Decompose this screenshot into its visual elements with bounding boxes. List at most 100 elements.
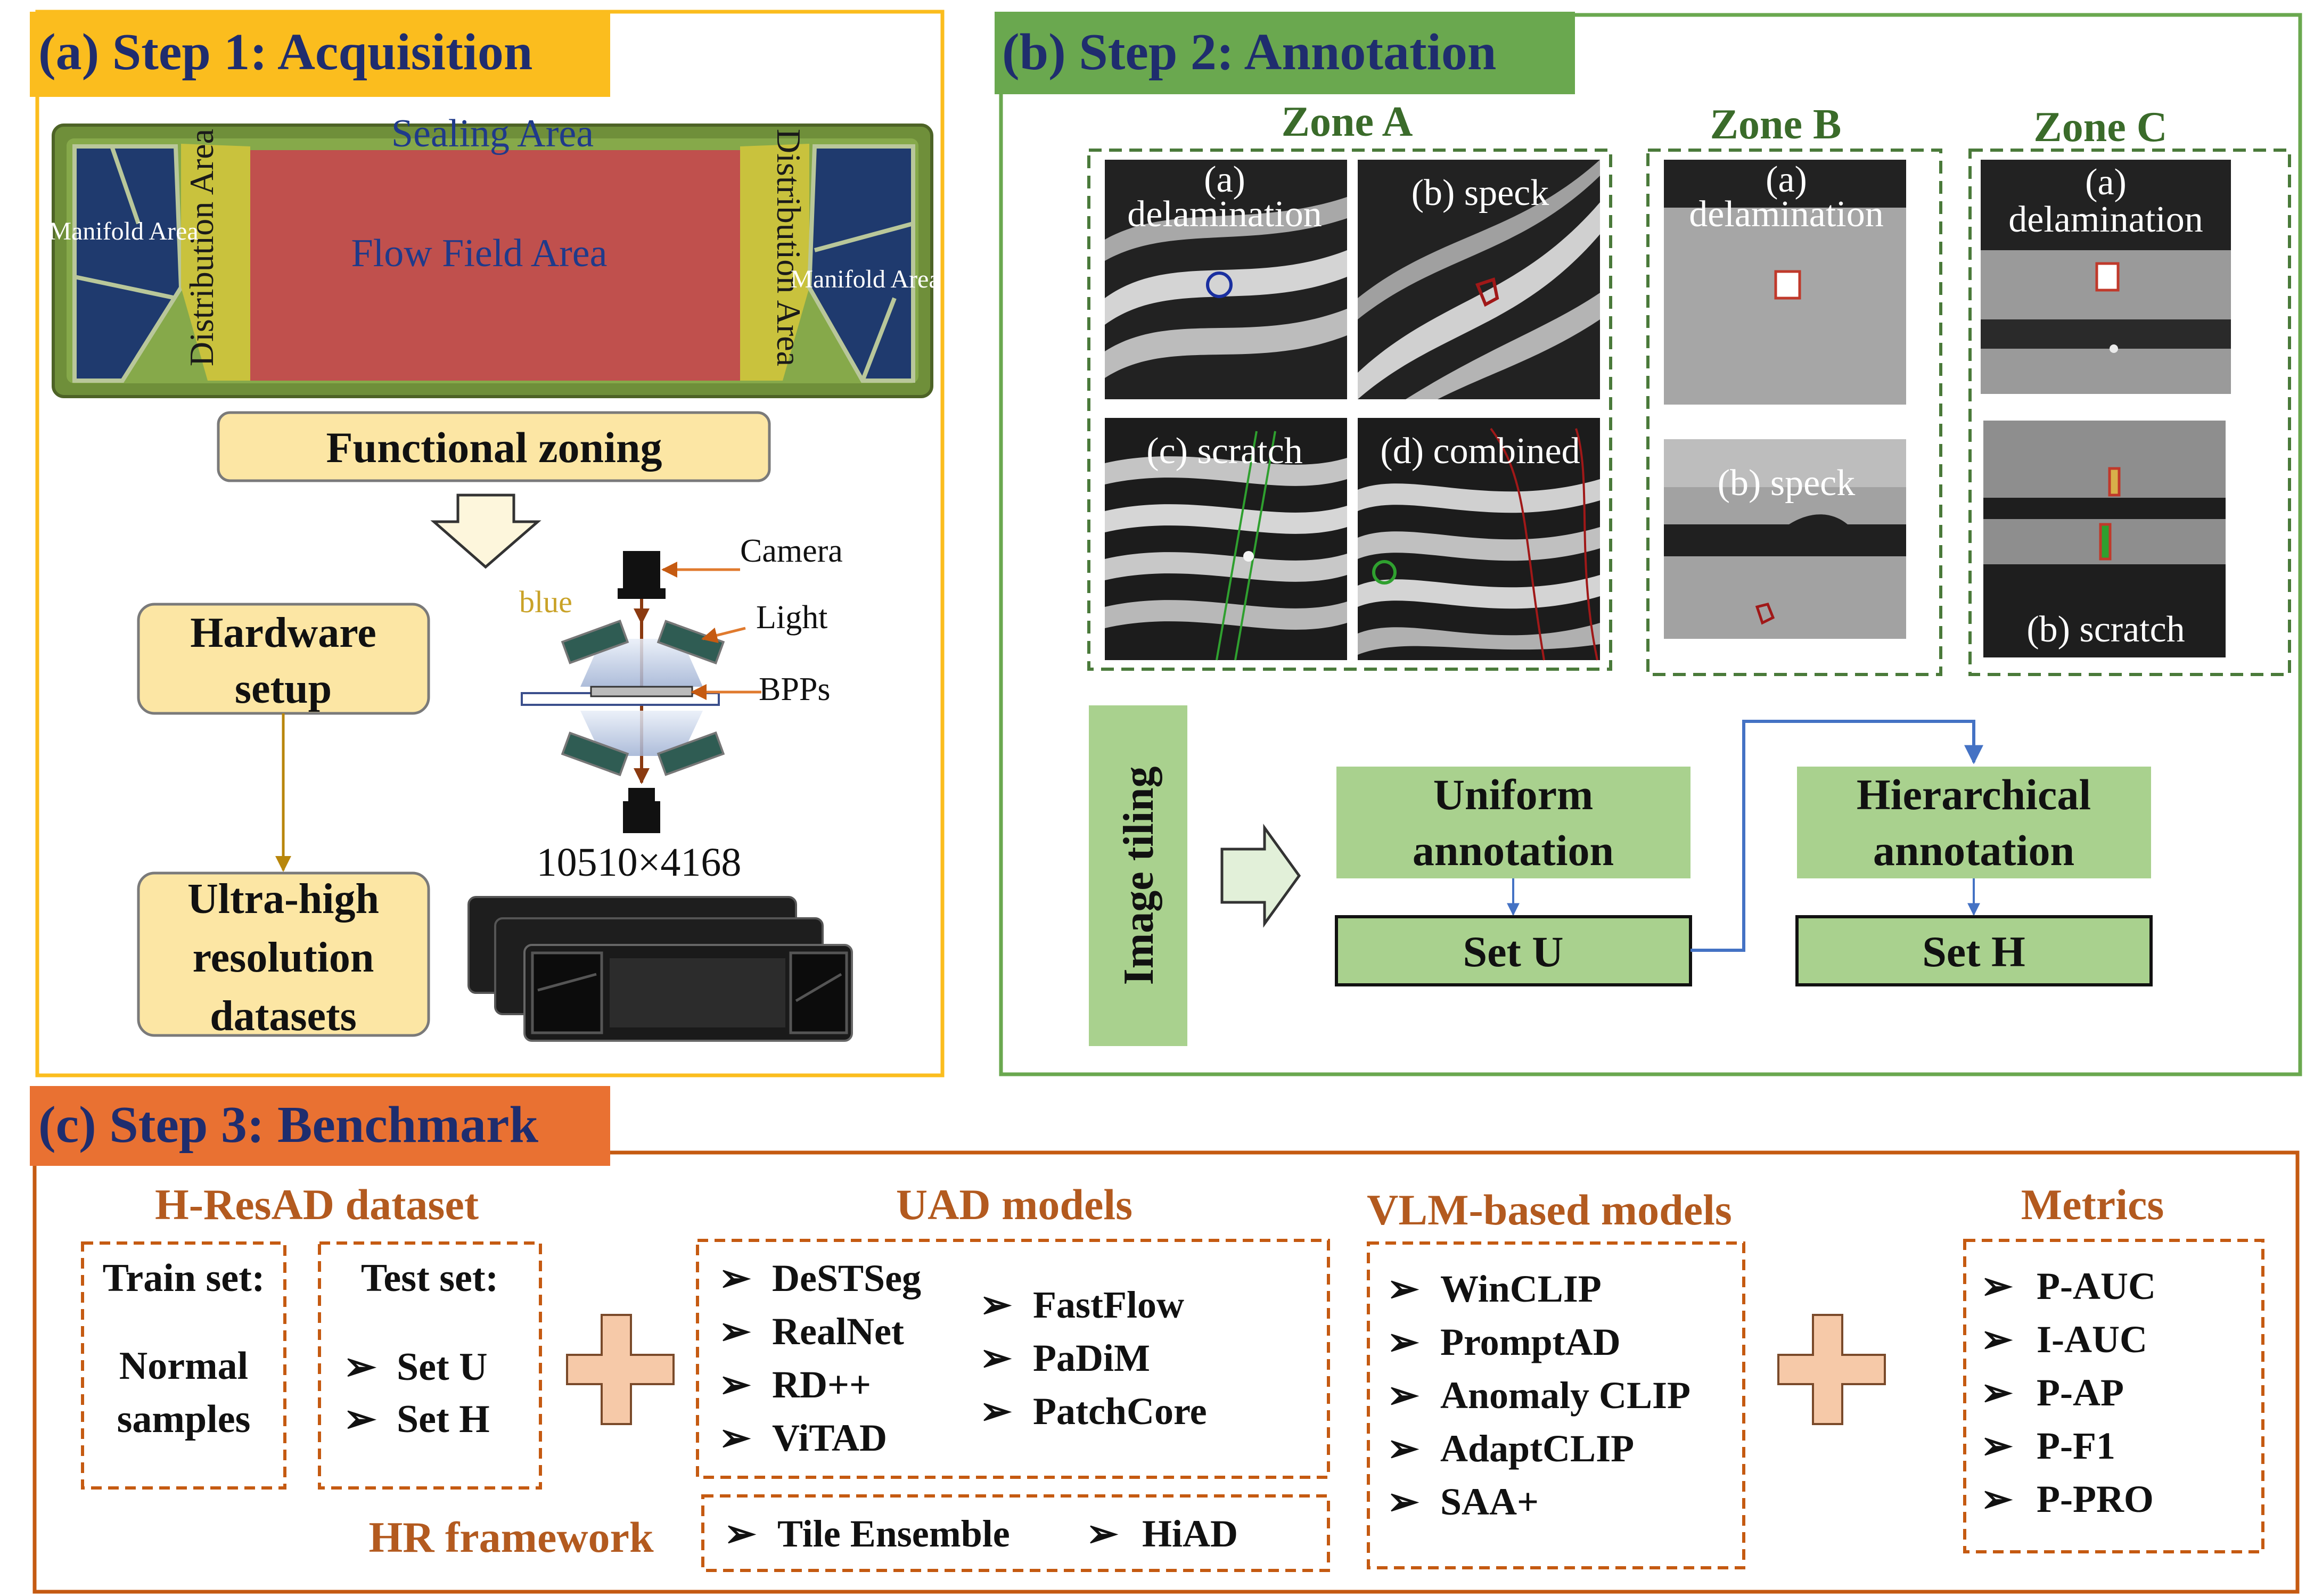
bullet-icon: ➢: [719, 1417, 751, 1459]
metric-item: I-AUC: [2037, 1318, 2147, 1361]
test-set-frame: [318, 1241, 542, 1490]
image-tiling-label: Image tiling: [1115, 766, 1162, 985]
down-arrow-icon: [430, 493, 541, 569]
uad-item: PatchCore: [1033, 1390, 1207, 1433]
bullet-icon: ➢: [980, 1390, 1012, 1433]
datasets-line1: Ultra-high: [187, 876, 379, 923]
metric-item: P-AP: [2037, 1371, 2124, 1414]
uad-frame: [696, 1239, 1330, 1479]
datasets-box: [137, 871, 430, 1037]
blue-label: blue: [519, 585, 572, 619]
train-body-line1: Normal: [119, 1344, 249, 1388]
vlm-item: WinCLIP: [1440, 1268, 1602, 1310]
zone-a-tile-2: [1358, 160, 1600, 399]
bullet-icon: ➢: [1981, 1425, 2013, 1467]
zone-c-tile-2: [1983, 421, 2226, 657]
zone-c-frame: [1968, 149, 2291, 676]
vlm-item: AdaptCLIP: [1440, 1427, 1634, 1470]
step3-title-bg: [30, 1086, 610, 1166]
bullet-icon: ➢: [1387, 1374, 1419, 1417]
zone-c-title: Zone C: [2033, 104, 2167, 151]
bullet-icon: ➢: [1086, 1512, 1119, 1555]
step2-title: (b) Step 2: Annotation: [1002, 23, 1496, 81]
zone-c-tile-1: [1981, 160, 2231, 394]
step2-title-bg: [995, 12, 1575, 94]
step1-title: (a) Step 1: Acquisition: [38, 23, 532, 81]
test-bullet-2: ➢: [343, 1397, 377, 1441]
uad-item: ViTAD: [772, 1417, 887, 1459]
hardware-setup-line2: setup: [235, 665, 332, 712]
bullet-icon: ➢: [980, 1284, 1012, 1326]
zone-a-tile-1-label-2: delamination: [1127, 194, 1322, 235]
hardware-setup-line1: Hardware: [190, 610, 376, 656]
vlm-item: PromptAD: [1440, 1321, 1621, 1363]
hr-item-1: Tile Ensemble: [777, 1512, 1010, 1555]
test-item-2: Set H: [397, 1397, 490, 1441]
zone-b-tile-1: [1664, 160, 1906, 405]
flow-field-area-label: Flow Field Area: [351, 232, 608, 275]
zone-a-title: Zone A: [1282, 98, 1413, 145]
vlm-list: ➢ WinCLIP ➢ PromptAD ➢ Anomaly CLIP ➢ Ad…: [1387, 1268, 1690, 1523]
test-bullet-1: ➢: [343, 1345, 377, 1389]
image-tiling-box: [1089, 705, 1187, 1046]
bullet-icon: ➢: [1981, 1318, 2013, 1361]
train-body-line2: samples: [117, 1397, 251, 1441]
plus-icon: [1777, 1314, 1886, 1425]
set-h-box: [1795, 915, 2153, 986]
dataset-title: H-ResAD dataset: [155, 1180, 479, 1229]
zone-a-tile-4-label: (d) combined: [1380, 431, 1580, 472]
light-label: Light: [756, 599, 827, 636]
functional-zoning-box: [217, 411, 771, 482]
zone-b-frame: [1646, 149, 1942, 676]
zone-b-tile-2-label: (b) speck: [1718, 463, 1856, 504]
zone-b-tile-2: [1664, 439, 1906, 639]
uad-item: FastFlow: [1033, 1284, 1184, 1326]
bpps-label: BPPs: [759, 671, 830, 707]
bullet-icon: ➢: [1387, 1268, 1419, 1310]
vlm-title: VLM-based models: [1367, 1186, 1732, 1234]
metric-item: P-AUC: [2037, 1265, 2156, 1307]
hierarchical-annotation-line2: annotation: [1873, 826, 2074, 875]
uad-title: UAD models: [896, 1180, 1133, 1229]
uniform-annotation-line2: annotation: [1413, 826, 1614, 875]
bullet-icon: ➢: [1387, 1321, 1419, 1363]
optics-schematic: Camera Light BPPs blue: [519, 533, 843, 833]
bipolar-plate: Sealing Area Flow Field Area Distributio…: [48, 112, 940, 398]
camera-label: Camera: [740, 533, 843, 569]
hierarchical-annotation-box: [1797, 767, 2151, 878]
metric-item: P-PRO: [2037, 1478, 2154, 1520]
test-item-1: Set U: [397, 1345, 488, 1389]
zone-a-tile-1: [1105, 160, 1347, 399]
bullet-icon: ➢: [1387, 1427, 1419, 1470]
vlm-frame: [1367, 1241, 1745, 1569]
bullet-icon: ➢: [719, 1310, 751, 1353]
zone-b-title: Zone B: [1710, 101, 1842, 148]
zone-c-tile-1-label-2: delamination: [2008, 199, 2203, 240]
metrics-title: Metrics: [2021, 1180, 2164, 1229]
metric-item: P-F1: [2037, 1425, 2115, 1467]
uad-item: RD++: [772, 1363, 871, 1406]
train-set-label: Train set:: [103, 1256, 265, 1300]
bullet-icon: ➢: [1981, 1371, 2013, 1414]
uniform-annotation-box: [1336, 767, 1690, 878]
hr-frame: [701, 1494, 1330, 1572]
zone-a-tile-4: [1358, 418, 1600, 661]
plus-icon: [566, 1314, 675, 1425]
bullet-icon: ➢: [980, 1337, 1012, 1379]
set-h-label: Set H: [1922, 927, 2025, 976]
zone-b-tile-1-label-1: (a): [1766, 159, 1807, 200]
hierarchical-annotation-line1: Hierarchical: [1857, 770, 2091, 819]
metrics-list: ➢ P-AUC ➢ I-AUC ➢ P-AP ➢ P-F1 ➢ P-PRO: [1981, 1265, 2156, 1520]
step3-panel: (c) Step 3: Benchmark H-ResAD dataset Tr…: [30, 1086, 2300, 1594]
step3-title: (c) Step 3: Benchmark: [38, 1096, 539, 1154]
step1-title-bg: [30, 12, 610, 97]
test-set-label: Test set:: [361, 1256, 498, 1300]
manifold-area-label-left: Manifold Area: [48, 217, 198, 245]
manifold-area-label-right: Manifold Area: [790, 265, 940, 293]
functional-zoning-label: Functional zoning: [326, 423, 662, 472]
uad-item: PaDiM: [1033, 1337, 1150, 1379]
hr-title: HR framework: [368, 1513, 654, 1561]
zone-a-tile-3-label: (c) scratch: [1146, 431, 1302, 472]
sealing-area-label: Sealing Area: [391, 112, 594, 155]
